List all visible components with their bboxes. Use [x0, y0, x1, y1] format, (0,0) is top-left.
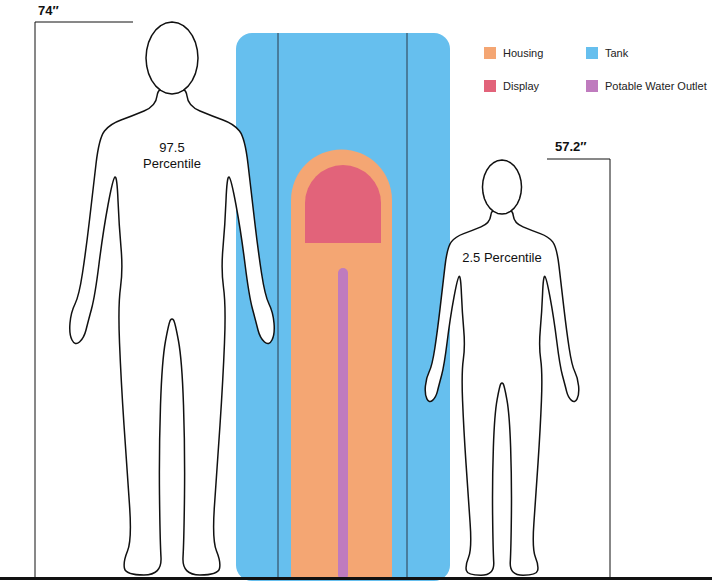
figure-label-box: 97.5 Percentile: [129, 140, 215, 172]
water-outlet: [338, 268, 348, 580]
dimension-line: [35, 22, 133, 578]
legend-swatch: [586, 47, 598, 59]
dimension-line: [547, 159, 610, 578]
legend-text: Display: [503, 80, 539, 92]
legend-entry: Tank: [586, 47, 628, 59]
head-outline: [146, 22, 198, 94]
tank-line: [407, 33, 408, 578]
body-outline: [425, 208, 579, 575]
figure-label-box: 2.5 Percentile: [462, 250, 542, 266]
legend-text: Housing: [503, 47, 543, 59]
legend-swatch: [484, 80, 496, 92]
legend-text: Tank: [605, 47, 628, 59]
percentile-label: 97.5 Percentile: [129, 140, 215, 172]
male-figure: [70, 22, 275, 575]
legend-swatch: [586, 80, 598, 92]
legend-entry: Housing: [484, 47, 543, 59]
head-outline: [482, 160, 521, 214]
legend-entry: Display: [484, 80, 539, 92]
percentile-label: 2.5 Percentile: [462, 250, 542, 266]
legend-entry: Potable Water Outlet: [586, 80, 707, 92]
legend-text: Potable Water Outlet: [605, 80, 707, 92]
display: [305, 165, 381, 243]
body-outline: [70, 86, 275, 575]
dimension-label: 74″: [38, 3, 59, 18]
tank-line: [278, 33, 279, 578]
legend-swatch: [484, 47, 496, 59]
dimension-label: 57.2″: [555, 139, 587, 154]
female-figure: [425, 160, 579, 575]
ground-line: [0, 577, 712, 580]
